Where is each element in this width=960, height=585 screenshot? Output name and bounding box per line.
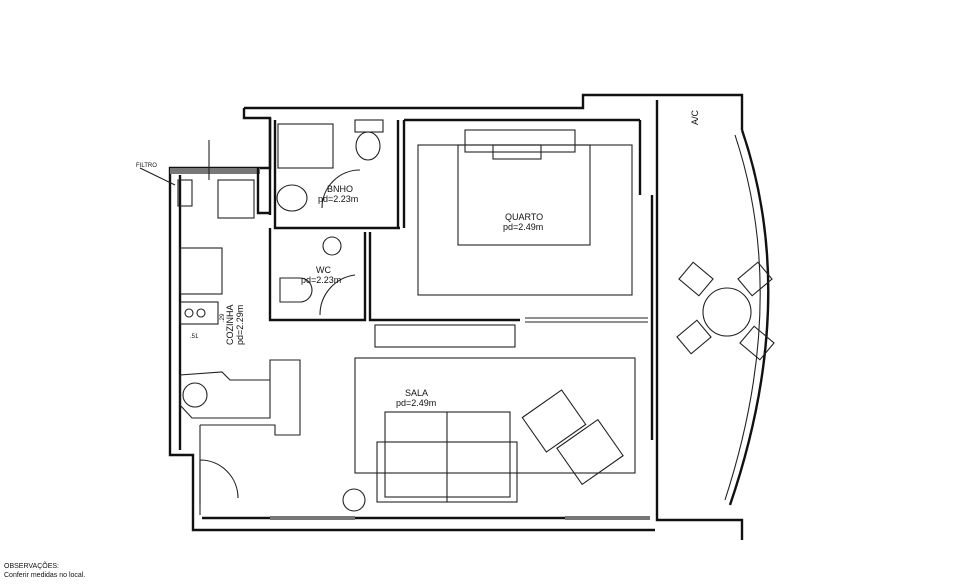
notes: OBSERVAÇÕES: Conferir medidas no local. — [4, 562, 85, 580]
bnho-name: BNHO — [327, 184, 353, 194]
sala-name: SALA — [405, 388, 428, 398]
exterior-walls — [168, 93, 770, 540]
wc-height: pd=2.23m — [301, 275, 341, 285]
ac-label: A/C — [690, 109, 700, 125]
cozinha-name: COZINHA — [225, 305, 235, 346]
wc-name: WC — [316, 265, 331, 275]
room-labels: BNHO pd=2.23m WC pd=2.23m QUARTO pd=2.49… — [136, 109, 700, 408]
furniture — [139, 119, 775, 512]
cozinha-height: pd=2.29m — [235, 305, 245, 345]
dim-51: .51 — [190, 334, 199, 340]
interior-walls — [199, 118, 654, 515]
quarto-name: QUARTO — [505, 212, 543, 222]
notes-text: Conferir medidas no local. — [4, 572, 86, 579]
notes-title: OBSERVAÇÕES: — [4, 563, 59, 570]
filtro-label: FILTRO — [136, 163, 157, 169]
sala-height: pd=2.49m — [396, 398, 436, 408]
quarto-height: pd=2.49m — [503, 222, 543, 232]
dim-29: .29 — [220, 313, 226, 322]
bnho-height: pd=2.23m — [318, 194, 358, 204]
